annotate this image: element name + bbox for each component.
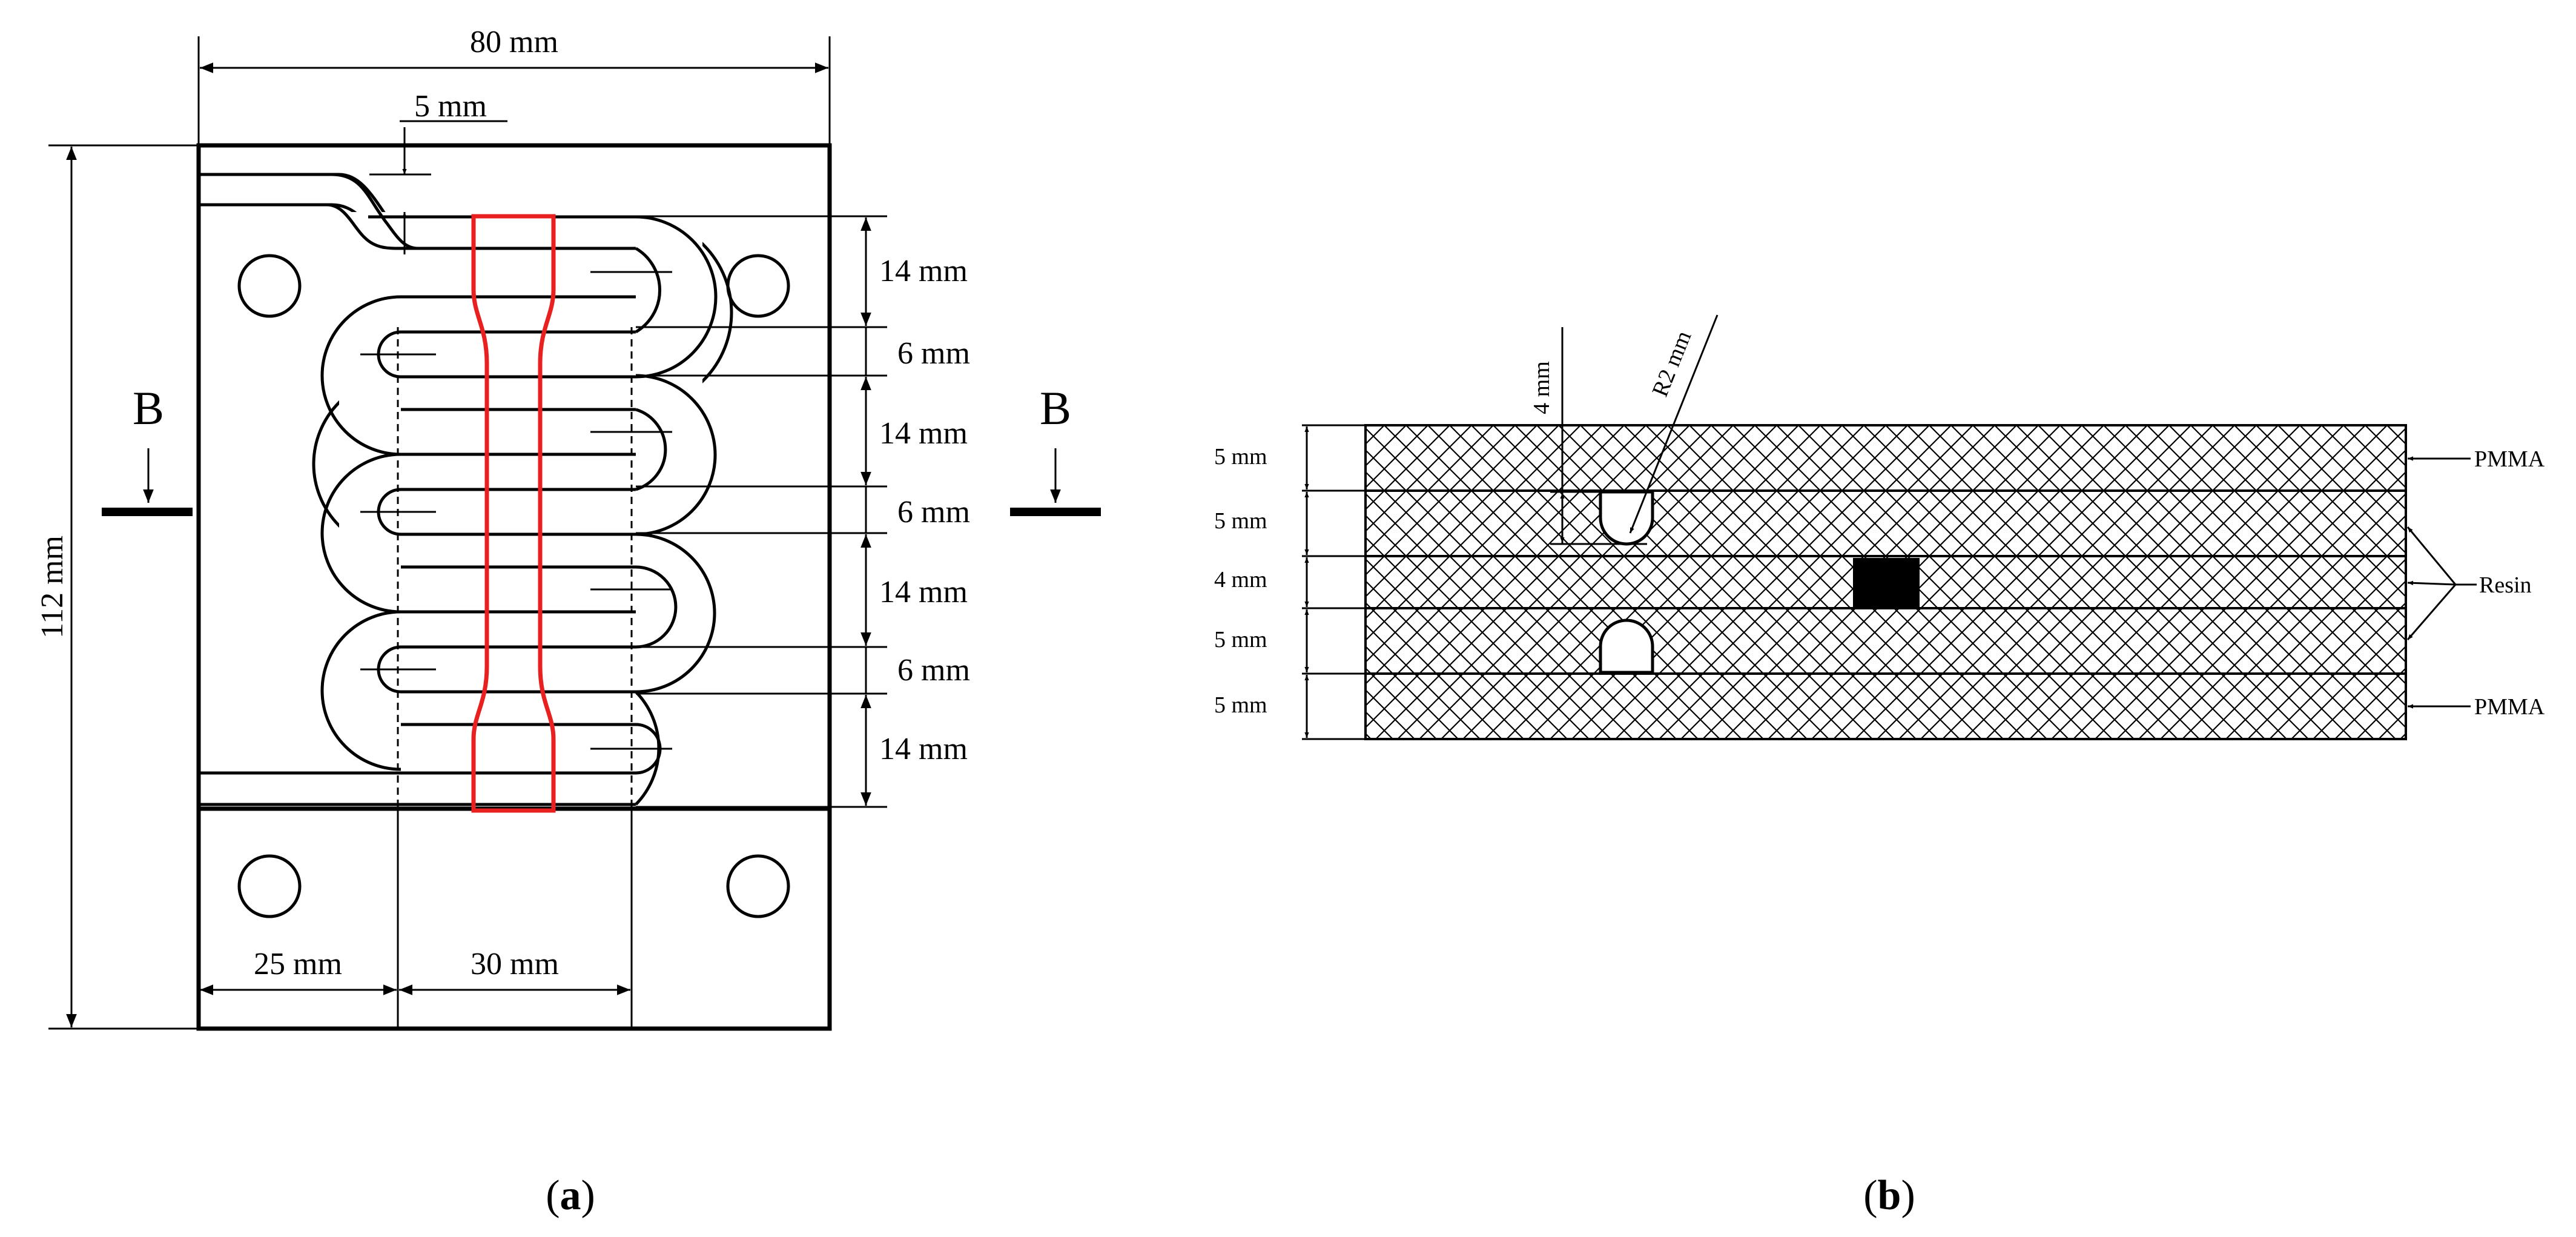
- mounting-hole: [237, 254, 302, 318]
- radius-label: R2 mm: [1647, 327, 1696, 400]
- spacing-label: 14 mm: [879, 575, 968, 609]
- specimen-section: [1853, 558, 1920, 608]
- material-callouts: PMMA Resin PMMA: [2406, 446, 2545, 720]
- layer-label: 5 mm: [1214, 692, 1267, 718]
- section-letter-left: B: [133, 382, 164, 434]
- bottom-dimensions: 25 mm 30 mm: [200, 947, 630, 995]
- channel-bottom: [1599, 618, 1654, 674]
- mounting-hole: [726, 854, 790, 918]
- layer-resin-3: [1364, 607, 2407, 675]
- layer-label: 5 mm: [1214, 508, 1267, 534]
- layer-label: 5 mm: [1214, 627, 1267, 652]
- layer-pmma-top: [1364, 424, 2407, 492]
- plate-outline: [196, 143, 832, 1031]
- height-label: 112 mm: [35, 536, 70, 638]
- channel-annotations: 4 mm R2 mm: [1529, 314, 1719, 545]
- section-marker-right: B: [1010, 382, 1101, 516]
- mounting-hole: [726, 254, 790, 318]
- panel-b-caption: (b): [1863, 1172, 1915, 1219]
- channel-top: [1599, 490, 1654, 546]
- spacing-label: 6 mm: [897, 495, 970, 529]
- depth-label: 4 mm: [1529, 361, 1554, 414]
- section-letter-right: B: [1040, 382, 1071, 434]
- material-bottom-label: PMMA: [2474, 694, 2545, 720]
- inlet-dimension: 5 mm: [369, 89, 507, 254]
- section-marker-left: B: [102, 382, 193, 516]
- bottom-right-label: 30 mm: [471, 947, 559, 981]
- spacing-label: 6 mm: [897, 336, 970, 371]
- channel-walls: [200, 173, 718, 806]
- tensile-specimen: [471, 214, 556, 813]
- bottom-left-label: 25 mm: [254, 947, 342, 981]
- spacing-dimensions: 14 mm 6 mm 14 mm 6 mm 14 mm 6 mm 14 mm: [636, 215, 970, 808]
- material-middle-label: Resin: [2479, 572, 2532, 598]
- layer-resin-1: [1364, 489, 2407, 557]
- layer-label: 5 mm: [1214, 444, 1267, 469]
- spacing-label: 6 mm: [897, 653, 970, 688]
- layer-dimensions: 5 mm 5 mm 4 mm 5 mm 5 mm: [1214, 424, 1366, 740]
- height-dimension: 112 mm: [35, 144, 199, 1030]
- panel-a-caption: (a): [546, 1172, 595, 1219]
- spacing-label: 14 mm: [879, 732, 968, 766]
- spacing-label: 14 mm: [879, 254, 968, 288]
- width-label: 80 mm: [470, 25, 558, 59]
- panel-b: 4 mm R2 mm 5 mm 5 mm 4 mm 5 mm 5 mm: [1214, 314, 2545, 1219]
- panel-a: 80 mm 112 mm: [35, 25, 1101, 1219]
- layer-pmma-bottom: [1364, 672, 2407, 740]
- mounting-hole: [237, 854, 302, 918]
- spacing-label: 14 mm: [879, 416, 968, 451]
- inlet-label: 5 mm: [414, 89, 487, 124]
- layer-label: 4 mm: [1214, 567, 1267, 592]
- material-top-label: PMMA: [2474, 446, 2545, 472]
- width-dimension: 80 mm: [197, 25, 831, 145]
